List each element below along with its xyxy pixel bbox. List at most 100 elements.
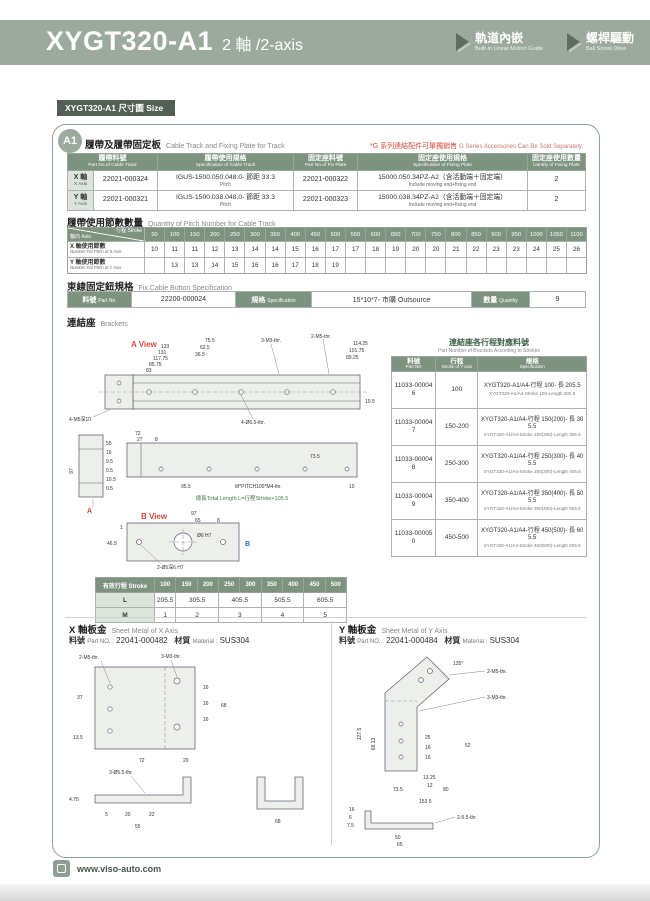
stroke-header-cell: 700 [405,228,425,241]
thread-note: 2-Ø5深6 H7 [157,564,184,571]
pitch-y-value [344,258,365,273]
stroke-header-cell: 550 [344,228,365,241]
dim-label: 10 [349,484,355,490]
dim-label: 68.13 [371,738,377,751]
table-row: 11033-000046 100 XYGT320-A1/A4-行程 100- 長… [390,370,587,409]
dim-label: Ø6 H7 [197,533,212,539]
dim-label: 55 [106,441,112,447]
stroke-header-cell: 800 [445,228,465,241]
bracket-table-title-zh: 連結座各行程對應料號 [449,338,529,347]
pitch-x-value: 14 [244,242,264,257]
stroke-header-cell: 50 [151,231,158,238]
thread-note: M*PITCH100*M4-thr. [235,484,282,490]
dim-label: 85.75 [149,362,162,368]
dim-label: 97 [69,468,75,474]
stroke-header-cell: 350 [264,228,285,241]
m-cell: 1 [153,607,177,623]
stroke-col: 400 [281,577,305,593]
qty-cell: 2 [527,190,586,212]
pitch-x-value: 26 [565,242,586,257]
thread-note: 2-M5-thr. [79,655,99,661]
bracket-table-title-en: Part Number of Brackets According to Str… [438,348,540,354]
pitch-x-value: 17 [344,242,365,257]
stroke-header-cell: 400 [284,228,305,241]
dim-label: 72 [139,758,145,764]
thread-note: 2-5.5-thr. [457,815,477,821]
dim-label: 1 [120,525,123,531]
part-no-cell: 11033-000048 [390,444,437,483]
part-no-cell: 22200-000024 [131,291,236,308]
dim-label: 135° [453,661,463,667]
feature-linear-guide: 軌道內嵌 Built-in Linear Motion Guide [456,32,543,52]
pitch-y-value: 16 [244,258,264,273]
feature-label-en: Built-in Linear Motion Guide [475,46,543,53]
part-no-cell: 22021-000324 [93,170,158,192]
thread-note: 3-M3-thr. [261,338,281,344]
pitch-x-value: 14 [264,242,285,257]
page-subtitle: 2 軸 /2-axis [222,37,303,54]
pitch-x-value: 10 [151,246,159,253]
pitch-x-label: X 軸使用節數 Number For Pitch of X Axis [68,242,145,257]
dim-label: 36.5 [195,352,205,358]
m-cell: 2 [175,607,219,623]
part-no-cell: 11033-000049 [390,481,437,520]
bracket-drawing: A View 75.5 62.5 36.5 3-M3-thr. 2-M5-thr… [69,334,375,571]
pitch-y-value: 15 [224,258,244,273]
qty-cell: 9 [529,291,586,308]
pitch-x-value: 21 [445,242,465,257]
stroke-header-cell: 850 [465,228,486,241]
pitch-y-value [465,258,486,273]
dim-label: 153.5 [419,799,432,805]
dim-label: 73.5 [310,454,320,460]
pitch-y-value [505,258,526,273]
stroke-header-cell: 650 [385,228,405,241]
dim-label: 55 [135,824,141,830]
dim-label: 10.5 [106,477,116,483]
stroke-header-cell: 900 [485,228,506,241]
dim-label: 7.5 [347,823,354,829]
dim-label: 97 [191,511,197,517]
thread-note: 3-M3-thr. [487,695,507,701]
sheet-x-part-line: 料號 Part NO. : 22041-000482 材質 Material :… [69,636,250,645]
section-a-label: A [87,508,92,515]
dim-label: 75.5 [205,338,215,344]
page-title: XYGT320-A1 [46,26,214,56]
m-cell: 4 [260,607,305,623]
dim-label: 16 [203,717,209,723]
thread-note: 4-M5深10 [69,416,91,423]
dim-label: 25 [425,735,431,741]
pitch-x-value: 20 [425,242,445,257]
pitch-y-value [525,258,546,273]
spec-label-cell: 規格 Specification [235,291,312,308]
fix-spec-cell: 15000.038.34PZ-A2（含活動端＋固定端）Include movin… [357,190,528,212]
stroke-header-cell: 1050 [545,228,566,241]
m-cell: 3 [217,607,262,623]
stroke-header-cell: 1000 [525,228,546,241]
part-no-cell: 22021-000321 [93,190,158,212]
qty-label-cell: 數量 Quantity [471,291,530,308]
dim-label: 20 [125,812,131,818]
thread-note: 3-Ø5.5-thr. [109,770,133,776]
page-bottom-edge [0,884,650,901]
accessories-note: *G 系列連結配件可單獨銷售 G Series Accessories Can … [369,143,583,150]
sheet-x-profile [94,776,192,804]
stroke-header-cell: 600 [365,228,385,241]
pitch-x-value: 17 [324,242,345,257]
stroke-header-cell: 500 [324,228,345,241]
main-panel: A1 履帶及履帶固定板 Cable Track and Fixing Plate… [52,124,600,858]
stroke-col: 250 [217,577,241,593]
stroke-header-cell: 200 [204,228,224,241]
dim-label: 16 [425,745,431,751]
pitch-x-value: 20 [405,242,425,257]
